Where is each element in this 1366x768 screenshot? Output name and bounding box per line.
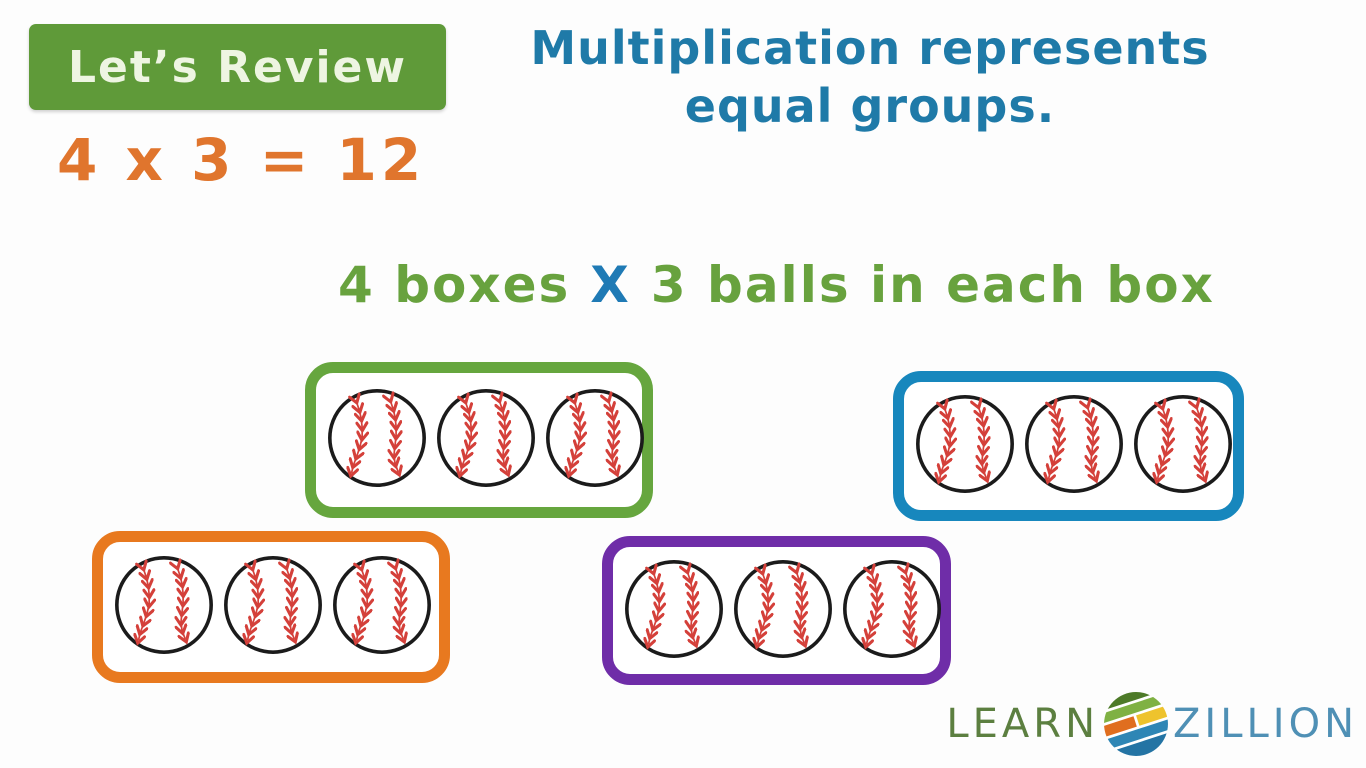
- heading-line-1: Multiplication represents: [530, 21, 1210, 75]
- baseball-icon: [111, 552, 217, 658]
- learnzillion-logo: LEARN ZILLION: [946, 690, 1358, 758]
- baseball-icon: [220, 552, 326, 658]
- caption-items: 3 balls in each box: [650, 256, 1215, 314]
- review-badge-label: Let’s Review: [67, 41, 408, 93]
- learnzillion-globe-icon: [1104, 692, 1168, 756]
- baseball-icon: [542, 385, 648, 491]
- equation-text: 4 x 3 = 12: [57, 126, 426, 194]
- baseball-icon: [621, 556, 727, 662]
- caption-groups: 4 boxes: [338, 256, 571, 314]
- baseball-icon: [839, 556, 945, 662]
- baseball-icon: [1130, 391, 1236, 497]
- baseball-icon: [329, 552, 435, 658]
- group-box-purple: [602, 536, 951, 685]
- logo-zillion-text: ZILLION: [1173, 701, 1358, 747]
- baseball-icon: [730, 556, 836, 662]
- caption: 4 boxes X 3 balls in each box: [338, 256, 1328, 314]
- group-box-green: [305, 362, 653, 518]
- multiply-operator: X: [590, 256, 631, 314]
- baseball-icon: [433, 385, 539, 491]
- review-badge: Let’s Review: [29, 24, 446, 110]
- heading-line-2: equal groups.: [684, 78, 1056, 133]
- group-box-blue: [893, 371, 1244, 521]
- baseball-icon: [1021, 391, 1127, 497]
- group-box-orange: [92, 531, 450, 683]
- main-heading: Multiplication represents equal groups.: [510, 20, 1230, 135]
- baseball-icon: [324, 385, 430, 491]
- baseball-icon: [912, 391, 1018, 497]
- logo-learn-text: LEARN: [946, 701, 1100, 747]
